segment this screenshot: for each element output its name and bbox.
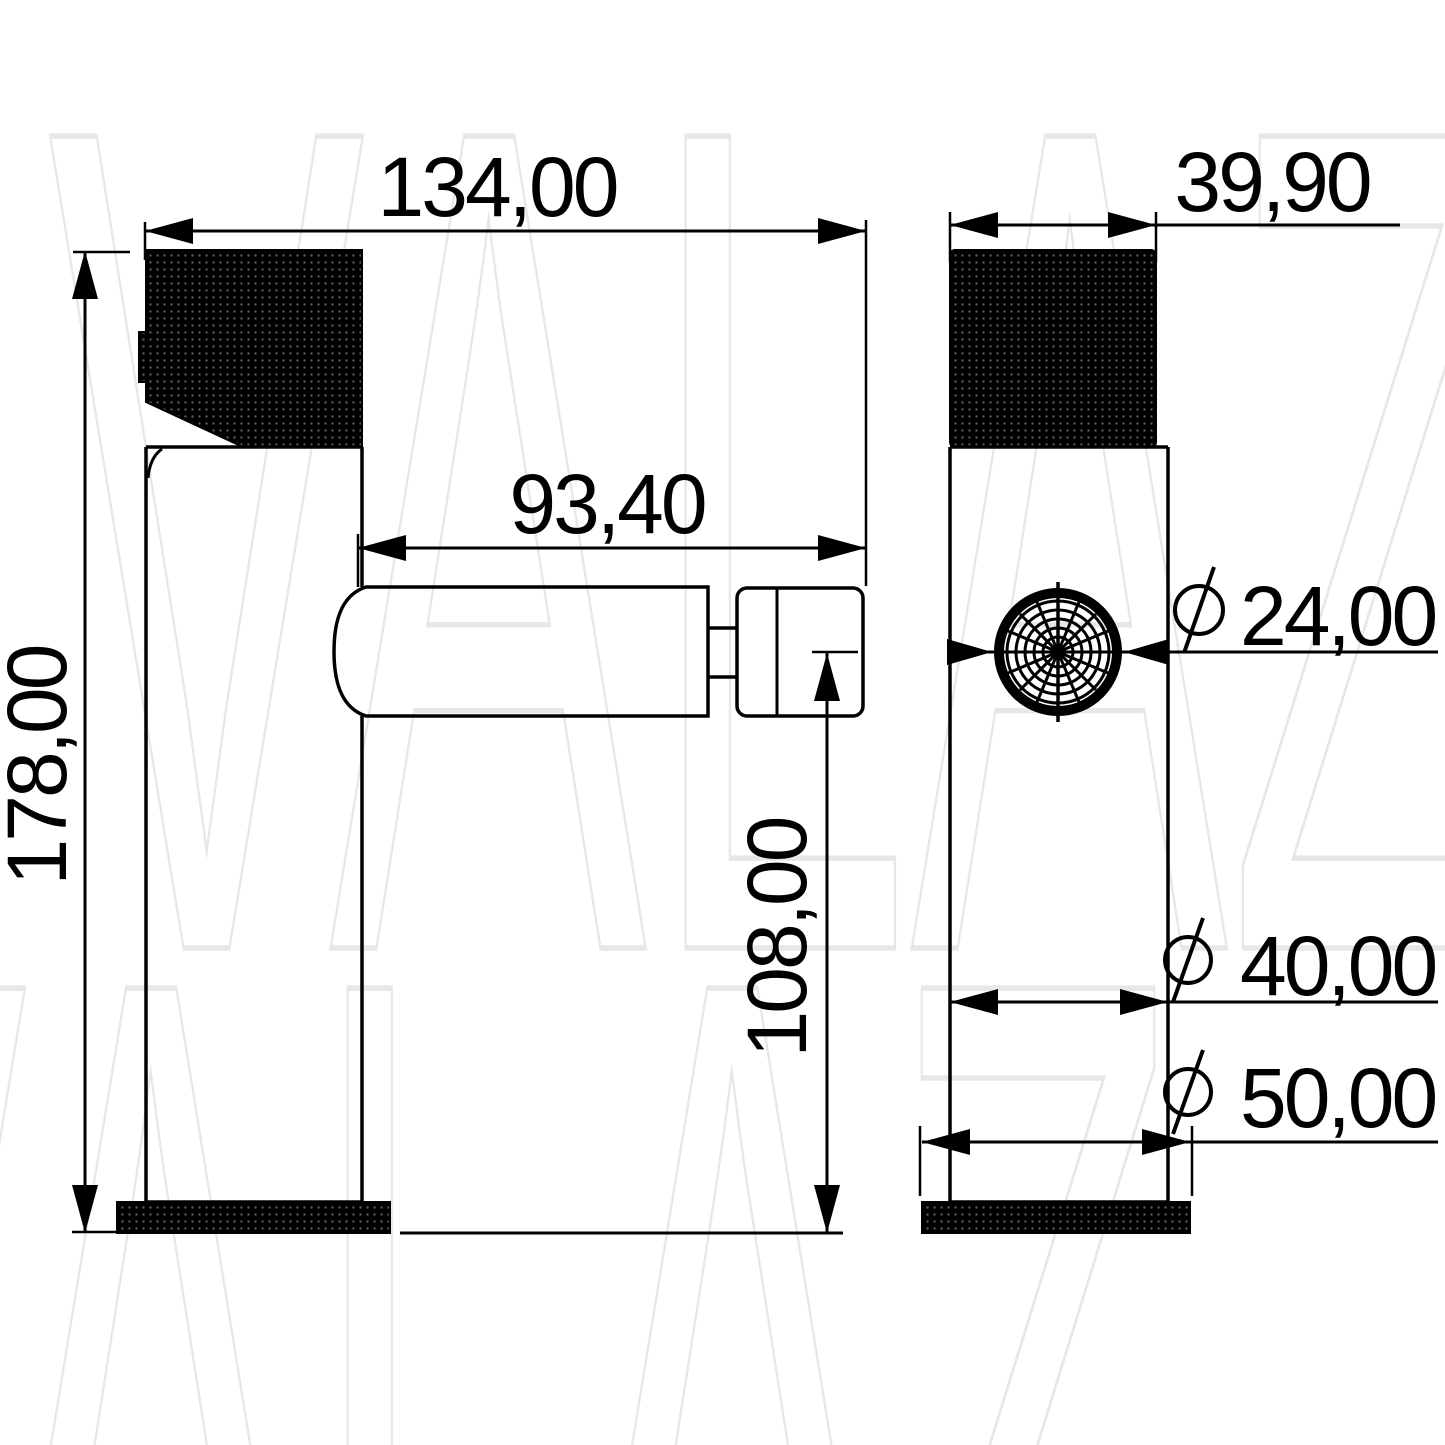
- dim-body-diameter: 40,00: [950, 917, 1438, 1015]
- arrow-left-icon: [145, 218, 193, 244]
- dim-handle-width-label: 39,90: [1174, 135, 1369, 229]
- dim-body-diameter-label: 40,00: [1240, 919, 1435, 1013]
- front-base-plate: [921, 1201, 1191, 1234]
- front-handle-knurled: [949, 249, 1157, 448]
- arrow-right-icon: [818, 535, 866, 561]
- arrow-up-icon: [72, 251, 98, 299]
- dim-base-diameter-extensions: [918, 1126, 1194, 1196]
- side-base-plate: [116, 1201, 391, 1234]
- dim-aerator-diameter: 24,00: [947, 566, 1438, 665]
- side-handle-knurled: [138, 249, 363, 448]
- side-aerator-housing: [735, 586, 865, 718]
- arrow-right-icon: [947, 639, 992, 665]
- dim-outlet-height: 108,00: [730, 650, 858, 1233]
- diameter-symbol-icon: [1173, 566, 1225, 654]
- dim-total-height-ticks: [72, 250, 130, 1234]
- side-handle-fillet: [146, 447, 163, 479]
- dim-base-diameter-label: 50,00: [1240, 1051, 1435, 1145]
- side-spout-connector: [708, 626, 738, 679]
- diameter-symbol-icon: [1163, 917, 1213, 1003]
- arrow-left-icon: [1124, 639, 1169, 665]
- arrow-right-icon: [1142, 1129, 1190, 1155]
- side-spout: [332, 585, 710, 718]
- dim-total-width: 134,00: [143, 140, 868, 586]
- arrow-up-icon: [814, 653, 840, 701]
- dim-total-height-label: 178,00: [0, 646, 84, 885]
- dim-aerator-diameter-label: 24,00: [1240, 569, 1435, 663]
- arrow-left-icon: [950, 212, 998, 238]
- dim-total-height: 178,00: [0, 250, 130, 1234]
- diameter-symbol-icon: [1163, 1049, 1213, 1135]
- dim-spout-reach: 93,40: [356, 457, 866, 587]
- side-body-column: [144, 445, 364, 1204]
- dim-base-diameter: 50,00: [918, 1049, 1438, 1196]
- arrow-left-icon: [358, 535, 406, 561]
- arrow-down-icon: [814, 1185, 840, 1233]
- dim-handle-width: 39,90: [948, 135, 1400, 262]
- dim-total-width-extensions: [143, 220, 868, 586]
- front-body-column: [948, 445, 1170, 1204]
- arrow-left-icon: [950, 989, 998, 1015]
- arrow-down-icon: [72, 1185, 98, 1233]
- side-view: [116, 249, 865, 1235]
- dim-spout-reach-label: 93,40: [509, 457, 704, 551]
- watermark-row-bottom: VALAZ: [0, 733, 1180, 1445]
- arrow-right-icon: [818, 218, 866, 244]
- dim-outlet-height-label: 108,00: [730, 818, 824, 1057]
- dim-total-width-label: 134,00: [378, 140, 617, 234]
- arrow-right-icon: [1120, 989, 1168, 1015]
- arrow-right-icon: [1108, 212, 1156, 238]
- dim-handle-width-extensions: [948, 212, 1158, 262]
- arrow-left-icon: [922, 1129, 970, 1155]
